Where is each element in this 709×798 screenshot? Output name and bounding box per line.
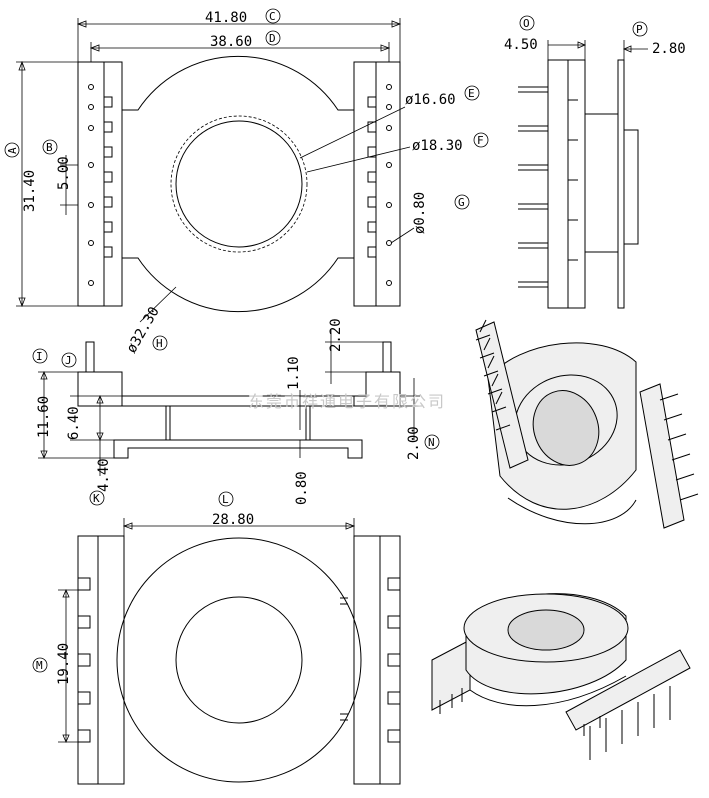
- dim-height: 31.40: [22, 170, 38, 212]
- dim-pin-span: 38.60: [210, 34, 252, 50]
- front-view: [77, 55, 401, 313]
- dim-flange-thickness: 1.10: [286, 356, 302, 390]
- dim-bottom-height: 4.40: [96, 458, 112, 492]
- dim-pin-hole-diameter: ø0.80: [412, 192, 428, 234]
- tag-d: D: [269, 32, 276, 45]
- side-middle-dimensions: 11.60 I 6.40 J 4.40 K 1.10 0.80 2.20 2.0…: [32, 318, 440, 506]
- tag-m: M: [36, 659, 43, 672]
- bottom-center-hole: [175, 596, 303, 724]
- tag-i: I: [36, 350, 43, 363]
- side-pins: [518, 86, 548, 288]
- bottom-flange-circle: [116, 537, 362, 783]
- isometric-view-flat: [431, 593, 691, 760]
- tag-n: N: [428, 436, 435, 449]
- bottom-dimensions: 28.80 L 19.40 M: [32, 491, 356, 744]
- front-dimensions: 41.80 C 38.60 D 31.40 A 5.00 B ø16.60 E …: [4, 8, 489, 356]
- front-left-pin-holes: [88, 84, 94, 286]
- dim-overall-width: 41.80: [205, 10, 247, 26]
- dim-side-left-offset: 4.50: [504, 37, 538, 53]
- bottom-view: [77, 535, 401, 785]
- front-flange-outline: [122, 55, 354, 111]
- isometric-view-upright: [475, 319, 699, 529]
- tag-a: A: [6, 147, 19, 154]
- side-view-middle: [77, 341, 401, 459]
- dim-bottom-width: 28.80: [212, 512, 254, 528]
- company-watermark: 东莞市祥通电子有限公司: [248, 392, 446, 411]
- tag-o: O: [523, 17, 530, 30]
- tag-p: P: [636, 23, 643, 36]
- tag-h: H: [156, 337, 163, 350]
- front-right-pin-bar: [353, 61, 401, 307]
- side-view-top: 4.50 O 2.80 P: [504, 15, 686, 309]
- tag-l: L: [222, 493, 229, 506]
- dim-base-height: 6.40: [66, 406, 82, 440]
- bottom-left-pin-bar: [77, 535, 125, 785]
- dim-step-height: 2.00: [406, 426, 422, 460]
- dim-total-height: 11.60: [36, 396, 52, 438]
- tag-f: F: [477, 134, 484, 147]
- tag-e: E: [468, 87, 475, 100]
- front-left-pin-bar: [77, 61, 123, 307]
- dim-pin-stub-height: 2.20: [328, 318, 344, 352]
- dim-bottom-height: 19.40: [56, 643, 72, 685]
- dim-outer-core-diameter: ø18.30: [412, 138, 463, 154]
- front-inner-hole-circle: [175, 120, 303, 248]
- dim-wall-thickness: 0.80: [294, 471, 310, 505]
- front-outer-core-circle: [170, 115, 308, 253]
- dim-pin-pitch: 5.00: [56, 156, 72, 190]
- tag-c: C: [269, 10, 276, 23]
- tag-g: G: [458, 196, 465, 209]
- tag-b: B: [46, 141, 53, 154]
- dim-inner-diameter: ø16.60: [405, 92, 456, 108]
- tag-j: J: [65, 354, 72, 367]
- tag-k: K: [93, 492, 100, 505]
- dim-side-right-offset: 2.80: [652, 41, 686, 57]
